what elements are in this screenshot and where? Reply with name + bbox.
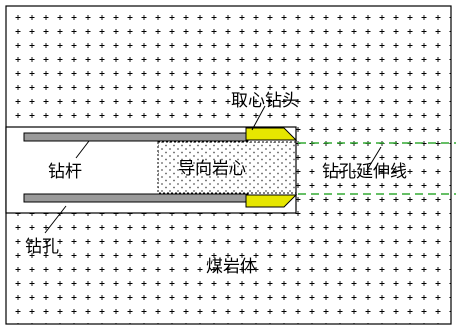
label-coal-rock: 煤岩体 (206, 257, 257, 277)
label-borehole-extension: 钻孔延伸线 (322, 162, 407, 182)
label-drill-bit: 取心钻头 (231, 91, 299, 111)
leader-borehole (44, 205, 67, 234)
coring-bit-upper (245, 127, 298, 141)
coring-bit-lower (245, 194, 298, 208)
label-guide-core: 导向岩心 (178, 159, 246, 179)
label-drill-rod: 钻杆 (48, 162, 82, 182)
leader-drill-rod (75, 140, 90, 159)
label-borehole: 钻孔 (25, 237, 59, 257)
leader-drill-bit (251, 105, 266, 131)
drill-rod-upper (23, 132, 249, 142)
guide-core (157, 141, 297, 194)
drill-rod-lower (23, 193, 249, 203)
leader-extension (366, 146, 382, 171)
